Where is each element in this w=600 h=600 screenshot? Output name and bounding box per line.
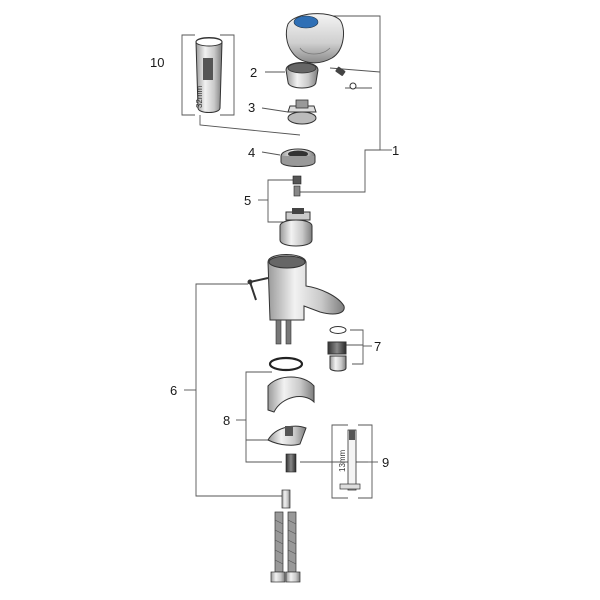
handle-lever (285, 13, 357, 90)
bracket-7 (350, 329, 364, 365)
bracket-1 (300, 15, 381, 193)
part-9-key-tool: 13mm (331, 424, 373, 499)
leader-10 (199, 115, 301, 136)
callout-3: 3 (248, 100, 255, 115)
callout-2: 2 (250, 65, 257, 80)
bracket-8 (245, 371, 282, 463)
part-6-faucet-body (247, 254, 345, 345)
part-8-mounting-set (267, 376, 315, 473)
leader-4 (261, 151, 281, 156)
part-4-ring-nut (280, 148, 316, 167)
part-3-adapter (287, 99, 317, 125)
callout-1: 1 (392, 143, 399, 158)
leader-lines (184, 15, 392, 497)
part-10-wrench: 32mm (181, 34, 235, 116)
o-ring (268, 356, 304, 372)
grub-screw-icon (335, 66, 346, 76)
part-2-cover-cap (285, 62, 319, 89)
callout-5: 5 (244, 193, 251, 208)
callout-7: 7 (374, 339, 381, 354)
bracket-5 (267, 179, 298, 223)
callout-6: 6 (170, 383, 177, 398)
callout-8: 8 (223, 413, 230, 428)
part-7-aerator (327, 326, 347, 372)
key-size-label: 13mm (338, 449, 347, 472)
leader-3 (261, 107, 289, 113)
brand-badge-icon (293, 15, 319, 29)
wrench-size-label: 32mm (195, 85, 204, 108)
part-5-cartridge (279, 175, 313, 247)
callout-4: 4 (248, 145, 255, 160)
callout-numbers: 1 2 3 4 5 6 7 8 9 10 (150, 55, 399, 470)
callout-10: 10 (150, 55, 164, 70)
callout-9: 9 (382, 455, 389, 470)
cap-plug-icon (349, 82, 357, 90)
hoses (270, 489, 301, 583)
